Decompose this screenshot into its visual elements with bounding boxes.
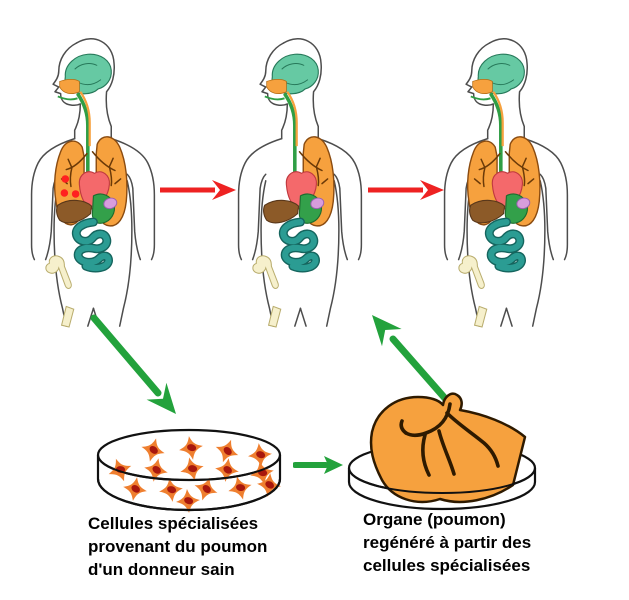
dish-bottom-front bbox=[96, 478, 282, 512]
human-figure-diseased-lung bbox=[22, 28, 163, 328]
green-arrow-down-icon bbox=[90, 314, 176, 414]
label-regenerated-organ: Organe (poumon) regénéré à partir des ce… bbox=[363, 508, 531, 577]
red-arrow-icon bbox=[160, 180, 236, 200]
human-figure-lung-regenerated bbox=[435, 28, 576, 328]
label-line: Organe (poumon) bbox=[363, 510, 506, 529]
human-figure-lung-removed bbox=[229, 28, 370, 328]
label-line: provenant du poumon bbox=[88, 537, 268, 556]
dish-rim-front bbox=[97, 454, 281, 481]
regenerated-lung-organ bbox=[369, 392, 527, 504]
petri-dish-cells bbox=[96, 428, 283, 515]
label-line: d'un donneur sain bbox=[88, 560, 235, 579]
label-specialized-cells: Cellules spécialisées provenant du poumo… bbox=[88, 512, 267, 581]
green-arrow-right-icon bbox=[293, 456, 343, 474]
label-line: cellules spécialisées bbox=[363, 556, 531, 575]
petri-dish-regenerated-lung bbox=[347, 392, 537, 511]
label-line: regénéré à partir des bbox=[363, 533, 532, 552]
dish-rim-front bbox=[348, 467, 536, 494]
label-line: Cellules spécialisées bbox=[88, 514, 259, 533]
red-arrow-icon bbox=[368, 180, 444, 200]
lung-airways bbox=[399, 402, 500, 477]
